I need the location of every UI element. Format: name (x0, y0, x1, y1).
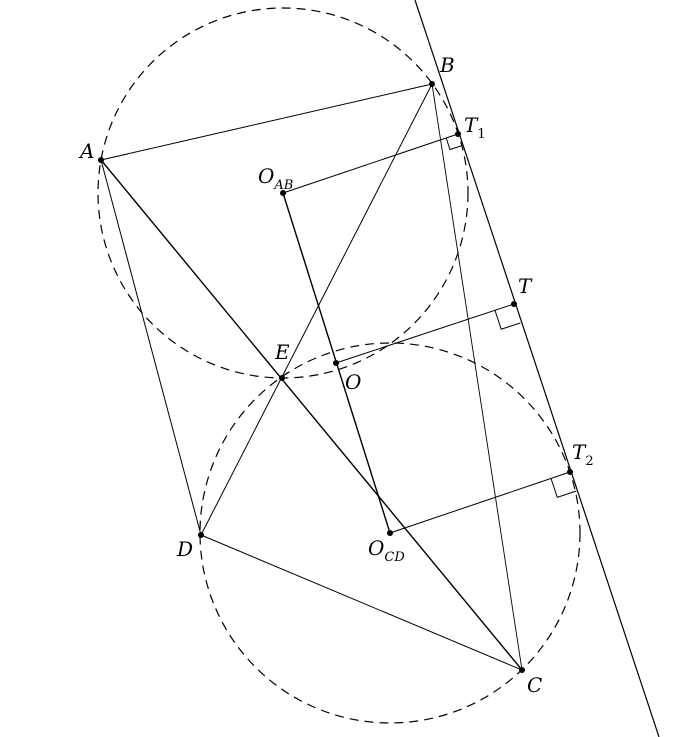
segment-OAB-T1 (282, 133, 459, 194)
point-OCD (387, 530, 393, 536)
label-T1: T1 (464, 113, 486, 142)
segment-DC (200, 534, 523, 671)
label-E: E (274, 340, 290, 364)
point-E (279, 375, 285, 381)
label-C: C (527, 673, 542, 697)
point-OAB (280, 190, 286, 196)
point-T2 (567, 469, 573, 475)
label-B: B (439, 53, 455, 77)
segment-DB (200, 83, 433, 536)
label-T: T (518, 274, 533, 298)
label-T1-sub: 1 (477, 127, 485, 142)
label-OAB-main: O (258, 164, 274, 188)
label-OCD: OCD (368, 536, 405, 565)
label-OAB: OAB (258, 164, 293, 193)
point-T1 (455, 131, 461, 137)
label-OAB-sub: AB (273, 178, 293, 193)
label-T1-main: T (464, 113, 479, 137)
common-tangent-line (414, 0, 660, 737)
point-O (333, 360, 339, 366)
point-C (519, 667, 525, 673)
point-B (429, 81, 435, 87)
circle-CDE (199, 342, 581, 724)
segment-OCD-T2 (389, 471, 571, 534)
label-OCD-main: O (368, 536, 384, 560)
label-T2-main: T (572, 440, 587, 464)
right-angle-T1 (445, 137, 462, 151)
point-T (511, 301, 517, 307)
segment-O-T (335, 303, 515, 364)
label-A: A (78, 139, 94, 163)
label-T2-sub: 2 (585, 454, 593, 469)
segment-AC (100, 159, 523, 671)
label-T2: T2 (572, 440, 594, 469)
point-D (198, 532, 204, 538)
segment-BC (431, 83, 523, 671)
label-D: D (176, 537, 193, 561)
point-A (98, 157, 104, 163)
right-angle-T2 (550, 478, 577, 499)
segment-AB (100, 83, 433, 161)
segment-AD (100, 159, 202, 536)
label-OCD-sub: CD (384, 550, 405, 565)
right-angle-T (494, 310, 521, 330)
label-O: O (345, 370, 361, 394)
